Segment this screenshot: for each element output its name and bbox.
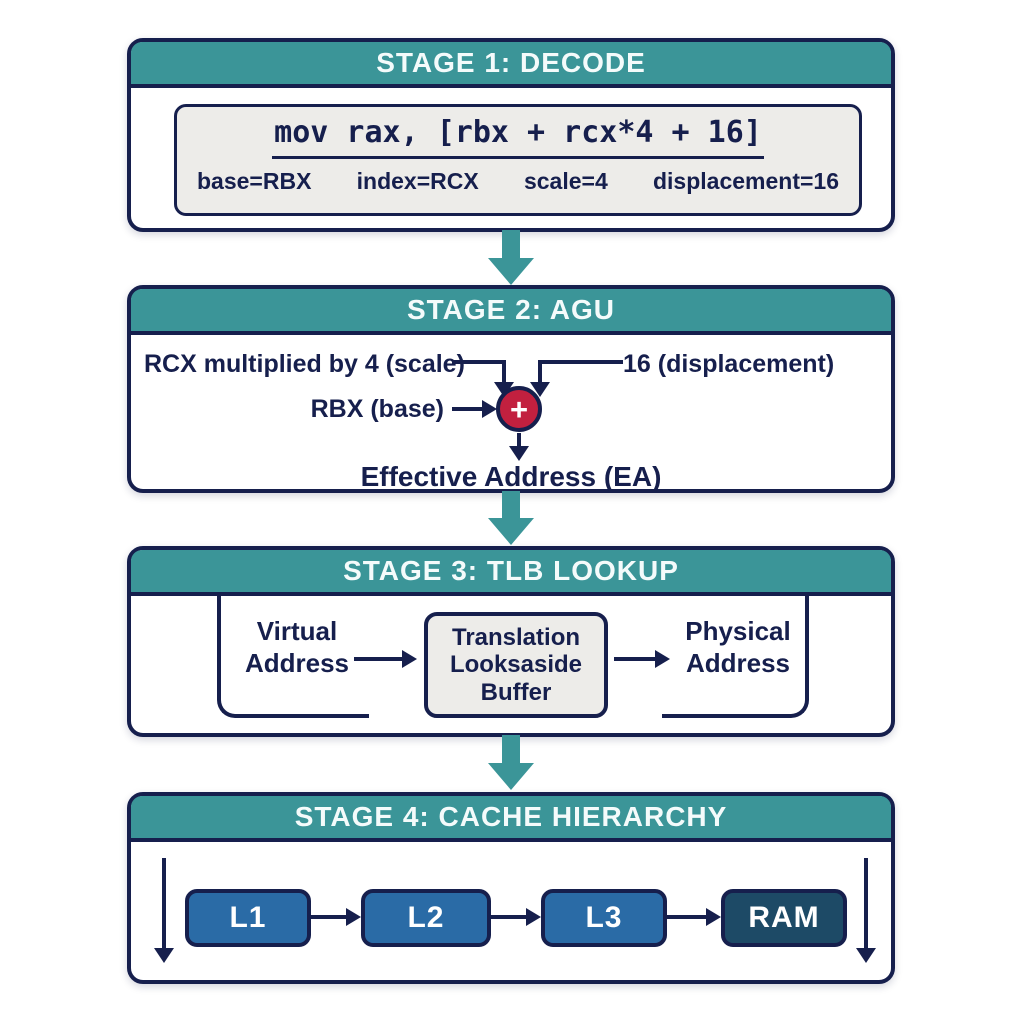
displacement-connector-drop <box>538 360 542 384</box>
displacement-input-label: 16 (displacement) <box>623 350 835 378</box>
base-connector-line <box>452 407 484 411</box>
virtual-address-label: Virtual Address <box>244 616 350 678</box>
l1-l2-line <box>311 915 347 919</box>
l3-ram-arrowhead-icon <box>706 908 721 926</box>
stage2-title: STAGE 2: AGU <box>406 294 615 325</box>
scale-connector-line <box>452 360 506 364</box>
right-down-arrow-line <box>864 858 868 950</box>
stage3-panel: STAGE 3: TLB LOOKUP Virtual Address Tran… <box>127 546 895 737</box>
left-down-arrow-line <box>162 858 166 950</box>
output-connector-drop <box>517 433 521 448</box>
flow-arrow-head <box>488 763 534 790</box>
flow-arrow-stem <box>502 230 520 260</box>
stage4-panel: STAGE 4: CACHE HIERARCHY L1 L2 L3 RAM <box>127 792 895 984</box>
instruction-box: mov rax, [rbx + rcx*4 + 16] base=RBX ind… <box>174 104 862 216</box>
va-to-tlb-line <box>354 657 404 661</box>
operand-base: base=RBX <box>197 168 312 194</box>
stage3-header: STAGE 3: TLB LOOKUP <box>131 550 891 596</box>
stage2-panel: STAGE 2: AGU RCX multiplied by 4 (scale)… <box>127 285 895 493</box>
ram-label: RAM <box>748 901 820 934</box>
displacement-connector-line <box>538 360 623 364</box>
operand-row: base=RBX index=RCX scale=4 displacement=… <box>197 168 839 195</box>
virtual-address-bracket <box>217 596 369 718</box>
physical-address-bracket <box>662 596 809 718</box>
cache-l2-label: L2 <box>407 901 445 934</box>
stage1-panel: STAGE 1: DECODE mov rax, [rbx + rcx*4 + … <box>127 38 895 232</box>
cache-l1-label: L1 <box>229 901 267 934</box>
l2-l3-line <box>491 915 527 919</box>
va-to-tlb-arrowhead-icon <box>402 650 417 668</box>
stage2-header: STAGE 2: AGU <box>131 289 891 335</box>
operand-scale: scale=4 <box>523 168 608 194</box>
cache-l1-box: L1 <box>185 889 311 947</box>
cache-l3-box: L3 <box>541 889 667 947</box>
adder-symbol: + <box>509 391 529 427</box>
stage4-title: STAGE 4: CACHE HIERARCHY <box>294 801 728 832</box>
scale-input-label: RCX multiplied by 4 (scale) <box>144 350 465 378</box>
flow-arrow-head <box>488 518 534 545</box>
output-arrowhead-down-icon <box>509 446 529 461</box>
flow-arrow-stem <box>502 735 520 765</box>
operand-index: index=RCX <box>356 168 479 194</box>
flow-arrow-head <box>488 258 534 285</box>
l3-ram-line <box>667 915 707 919</box>
base-arrowhead-right-icon <box>482 400 497 418</box>
left-down-arrowhead-icon <box>154 948 174 963</box>
cache-l3-label: L3 <box>585 901 623 934</box>
scale-connector-drop <box>502 360 506 384</box>
stage1-header: STAGE 1: DECODE <box>131 42 891 88</box>
effective-address-label: Effective Address (EA) <box>360 461 662 492</box>
tlb-to-pa-arrowhead-icon <box>655 650 670 668</box>
l1-l2-arrowhead-icon <box>346 908 361 926</box>
tlb-box: Translation Looksaside Buffer <box>424 612 608 718</box>
flow-arrow-stem <box>502 491 520 520</box>
l2-l3-arrowhead-icon <box>526 908 541 926</box>
stage1-title: STAGE 1: DECODE <box>376 47 646 78</box>
stage3-title: STAGE 3: TLB LOOKUP <box>343 555 679 586</box>
stage4-header: STAGE 4: CACHE HIERARCHY <box>131 796 891 842</box>
base-input-label: RBX (base) <box>310 395 444 423</box>
ram-box: RAM <box>721 889 847 947</box>
cache-l2-box: L2 <box>361 889 491 947</box>
tlb-to-pa-line <box>614 657 657 661</box>
assembly-instruction: mov rax, [rbx + rcx*4 + 16] <box>274 115 762 150</box>
adder-plus-icon: + <box>496 386 542 432</box>
operand-displacement: displacement=16 <box>652 168 839 194</box>
code-divider <box>272 156 764 159</box>
tlb-label: Translation Looksaside Buffer <box>449 623 583 706</box>
right-down-arrowhead-icon <box>856 948 876 963</box>
physical-address-label: Physical Address <box>685 616 791 678</box>
